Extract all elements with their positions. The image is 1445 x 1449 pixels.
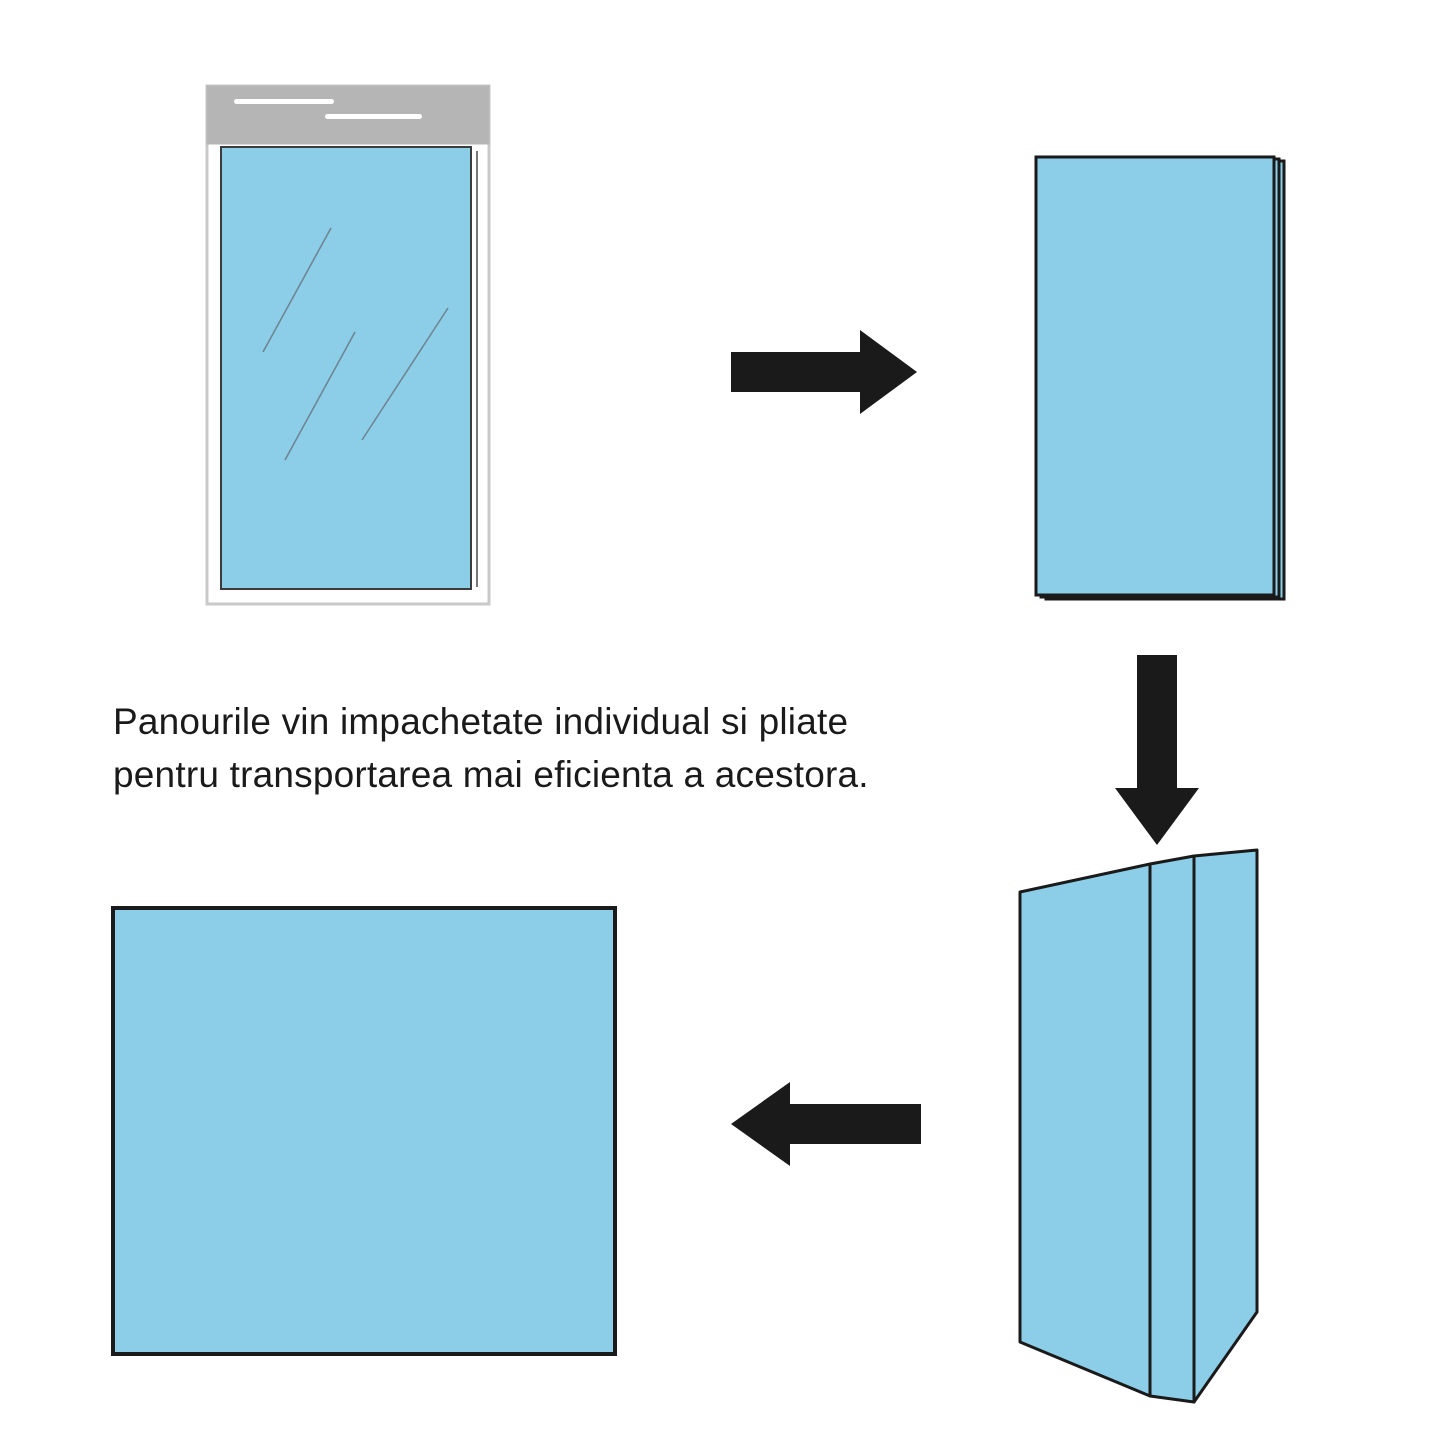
tri-fold-panel bbox=[1018, 848, 1259, 1404]
caption-line-1: Panourile vin impachetate individual si … bbox=[113, 701, 849, 742]
bag-label-line-2 bbox=[325, 114, 422, 119]
glare-line-1 bbox=[262, 227, 332, 353]
tri-fold-left-face bbox=[1018, 862, 1152, 1398]
bag-label-line-1 bbox=[234, 99, 334, 104]
arrow-right-icon bbox=[731, 330, 917, 414]
glare-line-2 bbox=[284, 331, 356, 461]
folded-panel-sheet-front bbox=[1034, 155, 1276, 597]
arrow-down-icon bbox=[1115, 655, 1199, 845]
caption: Panourile vin impachetate individual si … bbox=[113, 696, 869, 801]
glare-line-3 bbox=[361, 307, 449, 441]
folded-panel bbox=[1034, 155, 1286, 601]
packaged-panel bbox=[205, 84, 491, 606]
tri-fold-middle-face bbox=[1148, 854, 1196, 1404]
tri-fold-right-face bbox=[1192, 848, 1259, 1404]
packaged-panel-sheet bbox=[220, 146, 472, 590]
arrow-left-icon bbox=[731, 1082, 921, 1166]
caption-line-2: pentru transportarea mai eficienta a ace… bbox=[113, 753, 869, 795]
unfolded-panel bbox=[111, 906, 617, 1356]
